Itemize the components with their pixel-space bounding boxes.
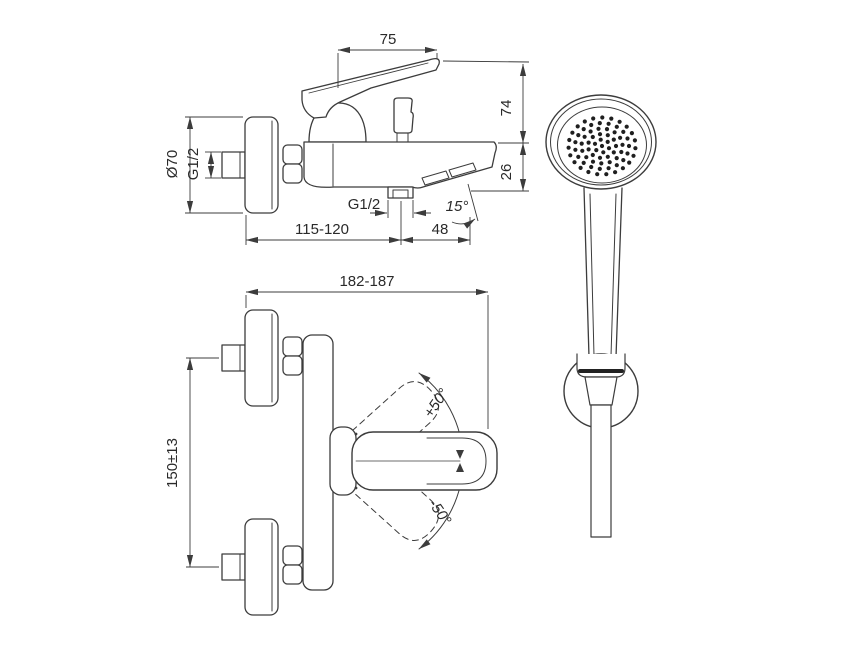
dim-wall-to-outlet-label: 115-120 bbox=[295, 221, 349, 238]
wall-nipple bbox=[221, 151, 246, 179]
shower-head-inner-rim bbox=[550, 98, 652, 186]
shower-handle-edge-left bbox=[583, 187, 590, 358]
side-view-drawing bbox=[221, 58, 497, 214]
dim-inlet-spacing-label: 150±13 bbox=[164, 438, 181, 488]
dim-swing-down-label: -50° bbox=[425, 496, 455, 528]
side-view-dimensions bbox=[185, 46, 530, 245]
arc-zero-arrow-lower bbox=[456, 463, 464, 472]
top-view-dimensions bbox=[186, 288, 489, 568]
arc-zero-arrow-upper bbox=[456, 450, 464, 459]
dim-outlet-to-aerator-label: 48 bbox=[432, 221, 449, 238]
dim-spout-26-label: 26 bbox=[498, 164, 515, 181]
escutcheon-top bbox=[244, 309, 279, 407]
lever-top-face-line bbox=[308, 62, 429, 94]
dim-74-ext-top bbox=[442, 60, 530, 63]
hose-cone-connector bbox=[584, 376, 618, 406]
shower-handle-inner-right bbox=[610, 193, 617, 357]
shower-head-face-plate bbox=[557, 106, 647, 184]
shower-handle-inner-left bbox=[589, 193, 595, 357]
angle-15-leader bbox=[467, 183, 479, 222]
hand-shower-drawing bbox=[545, 94, 657, 538]
dim-swing-up-label: +50° bbox=[420, 386, 452, 422]
handle-ref-dot bbox=[354, 432, 358, 436]
hex-nut-lower bbox=[282, 163, 303, 184]
dim-inlet-thread-label: G1/2 bbox=[185, 148, 202, 181]
dim-escutcheon-diameter-label: Ø70 bbox=[164, 150, 181, 178]
escutcheon-bottom bbox=[244, 518, 279, 616]
handle-ref-dot bbox=[354, 486, 358, 490]
handle-position-down-dashed bbox=[343, 449, 439, 541]
wall-nipple-bottom bbox=[221, 553, 246, 581]
angle-15-arc bbox=[451, 218, 476, 229]
wall-nipple-top bbox=[221, 344, 246, 372]
shower-head-outer-rim bbox=[545, 94, 657, 190]
dim-overall-depth-label: 182-187 bbox=[339, 273, 394, 290]
shower-hose-outlet bbox=[387, 186, 414, 199]
diverter-knob bbox=[393, 97, 414, 134]
top-view-drawing bbox=[221, 309, 498, 616]
hex-nut-bottom-a bbox=[282, 545, 303, 566]
dim-spout-angle-label: 15° bbox=[446, 198, 469, 215]
aerator-slot-1 bbox=[448, 162, 477, 178]
aerator-slot-2 bbox=[421, 170, 450, 186]
lever-handle-side bbox=[301, 58, 440, 119]
hex-nut-top-b bbox=[282, 355, 303, 376]
hex-nut-top-a bbox=[282, 336, 303, 357]
handle-position-up-dashed bbox=[343, 381, 439, 473]
dim-outlet-thread-label: G1/2 bbox=[348, 196, 381, 213]
hex-nut-bottom-b bbox=[282, 564, 303, 585]
mixer-body-top-view bbox=[302, 334, 334, 591]
hex-nut-upper bbox=[282, 144, 303, 165]
shower-handle-edge-right bbox=[615, 187, 623, 358]
shower-hose bbox=[590, 404, 612, 538]
handle-tip-inner-line bbox=[426, 437, 487, 485]
escutcheon bbox=[244, 116, 279, 214]
side-view-labels: 75 74 26 Ø70 G1/2 G1/2 115-120 48 15° bbox=[164, 31, 515, 238]
bracket-cup bbox=[576, 353, 626, 378]
spray-nozzle-pattern bbox=[566, 115, 638, 177]
dim-height-74-label: 74 bbox=[498, 100, 515, 117]
dim-lever-length-label: 75 bbox=[380, 31, 397, 48]
shower-hose-outlet-notch bbox=[392, 189, 409, 199]
